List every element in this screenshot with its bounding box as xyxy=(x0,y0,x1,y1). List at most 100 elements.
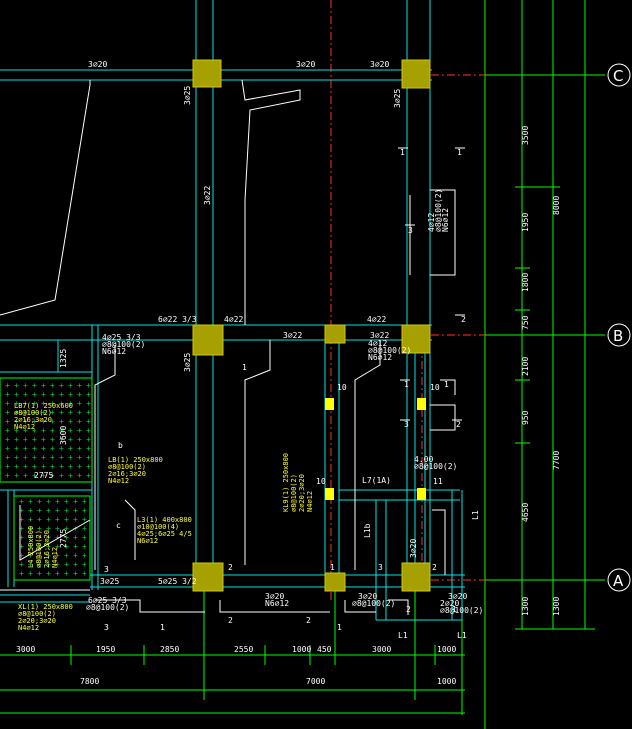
hatch-mark: + xyxy=(5,471,10,480)
hatch-mark: + xyxy=(68,408,73,417)
hatch-mark: + xyxy=(5,435,10,444)
hatch-mark: + xyxy=(5,453,10,462)
hatch-mark: + xyxy=(50,381,55,390)
hatch-mark: + xyxy=(82,569,87,578)
hatch-mark: + xyxy=(68,399,73,408)
hatch-mark: + xyxy=(77,453,82,462)
hatch-mark: + xyxy=(46,569,51,578)
hatch-mark: + xyxy=(46,515,51,524)
hatch-mark: + xyxy=(14,444,19,453)
dim-bottom-2850: 2850 xyxy=(160,645,179,654)
hatch-mark: + xyxy=(86,417,91,426)
beam-right-c-stirrup: ⌀8@100(2) xyxy=(414,462,457,471)
section-mark-1f: 1 xyxy=(330,563,335,572)
hatch-mark: + xyxy=(37,560,42,569)
kl-name: KL9(1) 250x800 xyxy=(282,453,290,512)
dim-3500: 3500 xyxy=(521,126,530,145)
hatch-mark: + xyxy=(32,381,37,390)
rebar-bot-3c20: 3⌀20 xyxy=(265,592,284,601)
dim-1325: 1325 xyxy=(59,349,68,368)
hatch-mark: + xyxy=(46,560,51,569)
hatch-mark: + xyxy=(14,426,19,435)
hatch-mark: + xyxy=(23,444,28,453)
hatch-mark: + xyxy=(28,551,33,560)
hatch-mark: + xyxy=(23,435,28,444)
beam-bottom-d: 2⌀20 xyxy=(440,599,459,608)
hatch-mark: + xyxy=(77,381,82,390)
dim-1800: 1800 xyxy=(521,273,530,292)
hatch-mark: + xyxy=(64,569,69,578)
section-mark-2a: 2 xyxy=(461,315,466,324)
section-mark-2g: 2 xyxy=(406,605,411,614)
column-c-left xyxy=(192,59,222,88)
hatch-mark: + xyxy=(28,515,33,524)
hatch-mark: + xyxy=(50,390,55,399)
hatch-mark: + xyxy=(28,506,33,515)
hatch-mark: + xyxy=(64,542,69,551)
beam-vert-b: ⌀8@100(2) xyxy=(434,189,443,232)
hatch-mark: + xyxy=(28,560,33,569)
hatch-mark: + xyxy=(5,390,10,399)
hatch-mark: + xyxy=(37,542,42,551)
hatch-mark: + xyxy=(5,444,10,453)
hatch-mark: + xyxy=(32,471,37,480)
section-mark-3a: 3 xyxy=(408,226,413,235)
lb7-stirrup: ⌀8@100(2) xyxy=(14,409,52,417)
hatch-mark: + xyxy=(41,471,46,480)
hatch-mark: + xyxy=(37,515,42,524)
hatch-mark: + xyxy=(55,515,60,524)
axis-label-b: B xyxy=(613,327,623,345)
rebar-mid-3c22: 3⌀22 xyxy=(283,331,302,340)
axis-bubbles: C B A xyxy=(607,63,631,592)
column-a-left xyxy=(192,562,224,592)
beam-bottom-b: N6⌀12 xyxy=(265,599,289,608)
hatch-mark: + xyxy=(68,381,73,390)
rebar-labels: 3⌀20 3⌀20 3⌀20 3⌀25 3⌀22 3⌀25 6⌀22 3/3 4… xyxy=(88,60,467,601)
dim-750: 750 xyxy=(521,315,530,330)
beam-vert-a: 4⌀12 xyxy=(427,213,436,232)
hatch-mark: + xyxy=(19,560,24,569)
hatch-mark: + xyxy=(59,399,64,408)
hatch-mark: + xyxy=(82,506,87,515)
dim-2775-h: 2775 xyxy=(34,471,53,480)
xl-rebar: 2⌀20;3⌀20 xyxy=(18,617,56,625)
kl-side: N4⌀12 xyxy=(306,491,314,512)
beam-right-top: 4⌀12 xyxy=(368,339,387,348)
beam-bottom-d-stirrup: ⌀8@100(2) xyxy=(440,606,483,615)
hatch-mark: + xyxy=(86,390,91,399)
column-b-mid xyxy=(324,324,346,344)
kl-stirrup: ⌀8@100(2) xyxy=(290,474,298,512)
hatch-mark: + xyxy=(77,435,82,444)
right-dimension-labels: 3500 1950 1800 750 8000 2100 950 4650 77… xyxy=(521,126,561,616)
hatch-mark: + xyxy=(23,408,28,417)
hatch-mark: + xyxy=(41,426,46,435)
hatch-mark: + xyxy=(82,497,87,506)
hatch-mark: + xyxy=(77,408,82,417)
hatch-mark: + xyxy=(50,444,55,453)
beam-bottom-left-stirrup: ⌀8@100(2) xyxy=(86,603,129,612)
column-a-mid xyxy=(324,572,346,592)
l3-name: L3(1) 400x800 xyxy=(137,516,192,524)
hatch-mark: + xyxy=(46,524,51,533)
hatch-mark: + xyxy=(59,417,64,426)
hatch-mark: + xyxy=(14,462,19,471)
hatched-slab: ++++++++++++++++++++++++++++++++++++++++… xyxy=(0,377,93,581)
hatch-mark: + xyxy=(68,471,73,480)
dim-7700: 7700 xyxy=(552,451,561,470)
hatch-mark: + xyxy=(59,453,64,462)
lb7-name: LB7(1) 250x600 xyxy=(14,402,73,410)
hatch-mark: + xyxy=(55,497,60,506)
lb7-rebar: 2⌀16;3⌀20 xyxy=(14,416,52,424)
section-mark-1h: 1 xyxy=(242,363,247,372)
column-b-right xyxy=(401,324,431,354)
section-mark-2f: 2 xyxy=(432,563,437,572)
hatch-mark: + xyxy=(64,524,69,533)
columns xyxy=(192,59,431,592)
section-mark-1i: 1 xyxy=(452,605,457,614)
beam-l1: L1 xyxy=(471,510,480,520)
dim-bottom-1000: 1000 xyxy=(292,645,311,654)
dim-bottom-3000-b: 3000 xyxy=(372,645,391,654)
lb8-name: LB(1) 250x800 xyxy=(108,456,163,464)
dim-bottom-450: 450 xyxy=(317,645,332,654)
